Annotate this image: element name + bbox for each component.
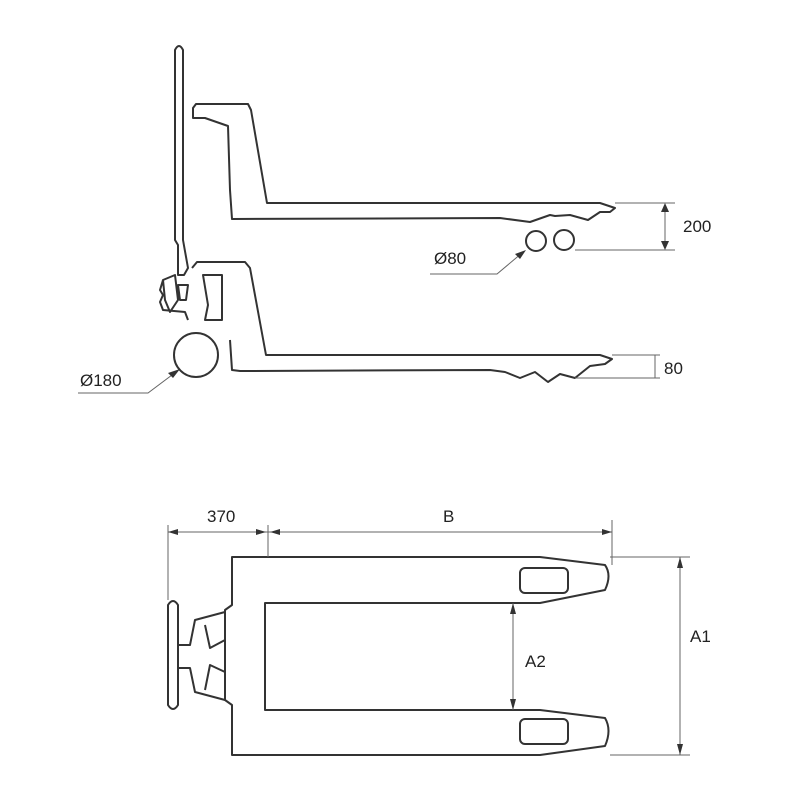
load-wheel-diameter-label: Ø80 [434, 249, 466, 268]
inner-width-label: A2 [525, 652, 546, 671]
fork-length-label: B [443, 507, 454, 526]
hydraulic-pump [162, 274, 223, 321]
side-view: 200 80 Ø80 Ø180 [78, 45, 711, 394]
load-roller-bottom [519, 718, 569, 745]
handle-yoke [178, 611, 226, 701]
load-wheel-raised [525, 230, 547, 252]
lowered-fork [191, 261, 613, 383]
handle [174, 45, 189, 276]
handle-length-label: 370 [207, 507, 235, 526]
raised-fork [192, 103, 616, 223]
steer-wheel [173, 332, 219, 378]
steer-wheel-diameter-label: Ø180 [80, 371, 122, 390]
lift-height-label: 200 [683, 217, 711, 236]
lowered-height-label: 80 [664, 359, 683, 378]
fork-frame [224, 556, 610, 756]
pump-rack [159, 279, 189, 321]
load-wheel-raised-2 [553, 229, 575, 251]
top-view: 370 B A1 A2 [167, 507, 711, 756]
load-roller-top [519, 567, 569, 594]
overall-width-label: A1 [690, 627, 711, 646]
handle-grip [167, 600, 179, 710]
